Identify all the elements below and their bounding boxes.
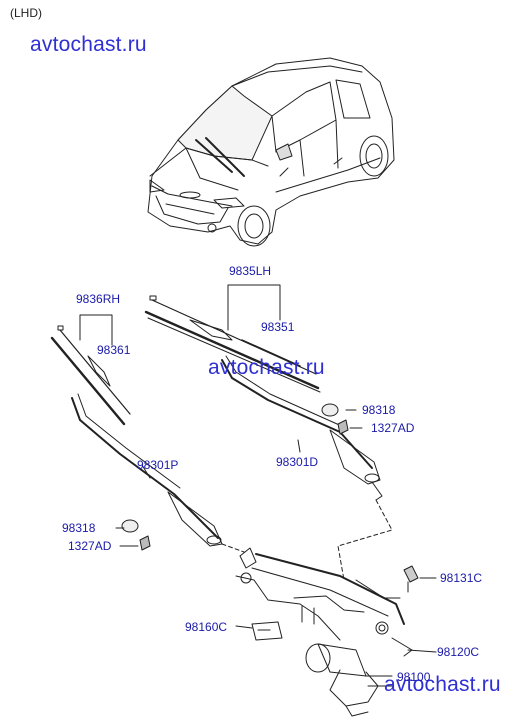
left-wiper-arm (71, 393, 223, 547)
part-label-98301p: 98301P (137, 458, 179, 472)
part-label-1327ad-bottom: 1327AD (68, 539, 112, 553)
part-label-98131c: 98131C (440, 571, 483, 585)
watermark-top: avtochast.ru (30, 33, 147, 56)
part-label-98351: 98351 (261, 320, 295, 334)
part-label-98361: 98361 (97, 343, 131, 357)
wiper-linkage (235, 547, 413, 657)
watermark-middle: avtochast.ru (208, 356, 325, 379)
part-label-98301d: 98301D (276, 455, 319, 469)
right-wiper-arm (221, 355, 383, 501)
part-label-1327ad-top: 1327AD (371, 421, 415, 435)
wiper-motor (305, 643, 393, 717)
part-label-9836rh: 9836RH (76, 292, 121, 306)
variant-label: (LHD) (10, 6, 42, 20)
part-label-98120c: 98120C (437, 645, 480, 659)
left-wiper-blade (50, 325, 131, 426)
part-label-9835lh: 9835LH (229, 264, 272, 278)
right-wiper-blade (144, 295, 321, 393)
part-label-98318-top: 98318 (362, 403, 396, 417)
watermark-bottom: avtochast.ru (384, 673, 501, 696)
part-label-98318-bottom: 98318 (62, 521, 96, 535)
car-illustration (147, 57, 395, 247)
part-label-98160c: 98160C (185, 620, 228, 634)
part-label-98100: 98100 (397, 670, 431, 684)
